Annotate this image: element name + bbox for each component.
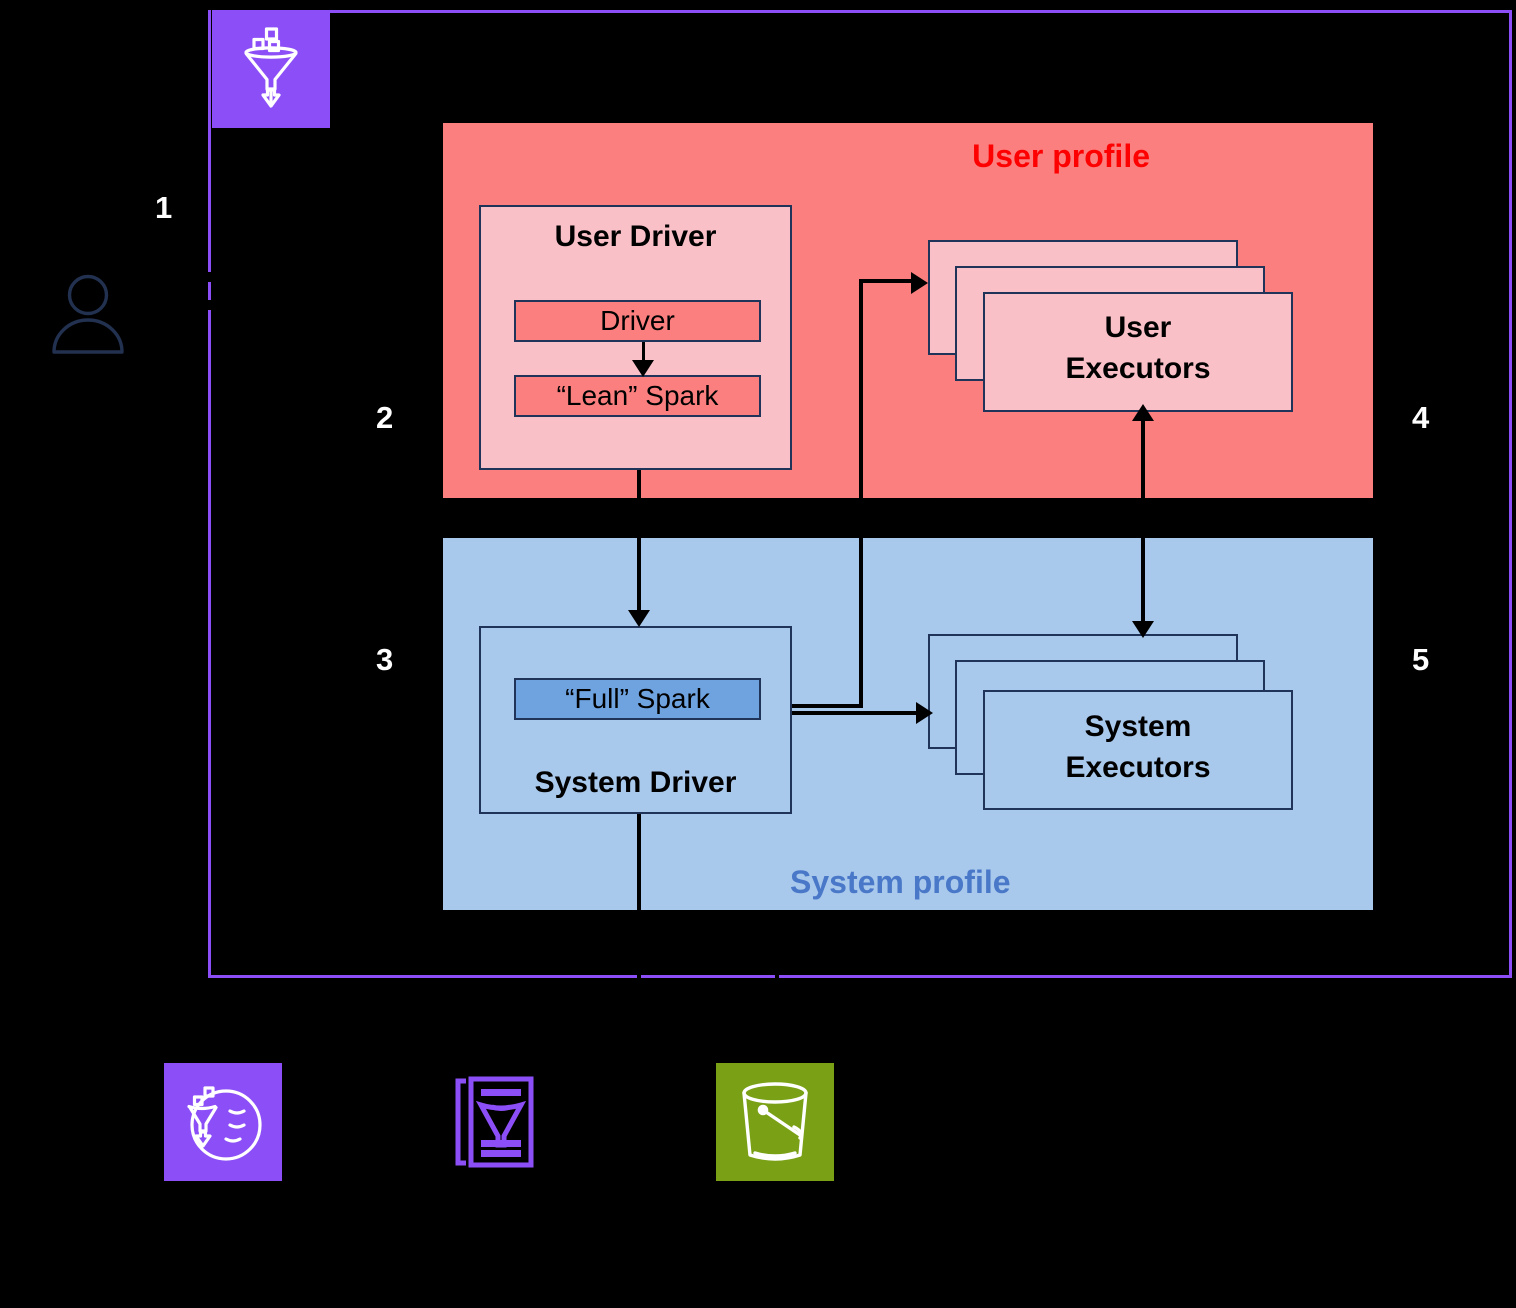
connector-full-spark-elbow-vertical bbox=[859, 279, 863, 708]
system-driver-title: System Driver bbox=[534, 766, 737, 799]
connector-full-spark-to-system-executors bbox=[792, 711, 926, 715]
step-number-1: 1 bbox=[155, 190, 173, 225]
system-executors-label-line1: System bbox=[1084, 710, 1192, 743]
system-executors-label-line2: Executors bbox=[1065, 751, 1211, 785]
arrowhead-to-user-executors bbox=[1132, 404, 1154, 421]
arrowhead-full-spark-to-system-executors bbox=[916, 702, 933, 724]
user-profile-label: User profile bbox=[972, 138, 1150, 174]
user-executor-card-front bbox=[983, 292, 1293, 412]
service-boundary-top-edge bbox=[330, 10, 1512, 13]
arrowhead-full-spark-to-user-executors bbox=[911, 272, 928, 294]
glue-funnel-icon bbox=[212, 10, 330, 128]
arrowhead-user-driver-to-system-driver bbox=[628, 610, 650, 627]
user-executors-label-line2: Executors bbox=[1065, 352, 1211, 386]
step-number-3: 3 bbox=[376, 642, 394, 677]
connector-user-executors-to-system-executors bbox=[1141, 412, 1145, 634]
step-number-2: 2 bbox=[376, 400, 394, 435]
system-executors-label: System Executors bbox=[983, 706, 1293, 789]
service-boundary bbox=[208, 10, 1512, 978]
connector-user-driver-to-system-driver bbox=[637, 470, 641, 618]
lean-spark-chip: “Lean” Spark bbox=[514, 375, 761, 417]
user-icon bbox=[46, 272, 130, 358]
glue-job-icon bbox=[440, 1063, 558, 1181]
service-boundary-gap bbox=[206, 300, 211, 310]
connector-full-spark-elbow-horizontal-lower bbox=[792, 704, 863, 708]
connector-system-driver-to-boundary bbox=[637, 814, 641, 978]
connector-full-spark-elbow-horizontal-upper bbox=[859, 279, 921, 283]
connector-right-drop-to-boundary bbox=[775, 910, 779, 978]
arrowhead-to-system-executors bbox=[1132, 621, 1154, 638]
user-executors-label: User Executors bbox=[983, 307, 1293, 390]
system-driver-box bbox=[479, 626, 792, 814]
user-executors-label-line1: User bbox=[1104, 311, 1172, 344]
full-spark-chip: “Full” Spark bbox=[514, 678, 761, 720]
s3-bucket-icon bbox=[716, 1063, 834, 1181]
databrew-icon bbox=[164, 1063, 282, 1181]
service-boundary-gap bbox=[206, 272, 211, 282]
connector-driver-to-lean-spark bbox=[642, 342, 645, 367]
user-driver-title: User Driver bbox=[554, 220, 717, 253]
driver-chip: Driver bbox=[514, 300, 761, 342]
system-executor-card-front bbox=[983, 690, 1293, 810]
system-profile-label: System profile bbox=[790, 864, 1011, 900]
step-number-4: 4 bbox=[1412, 400, 1430, 435]
step-number-5: 5 bbox=[1412, 642, 1430, 677]
arrowhead-driver-to-lean-spark bbox=[632, 360, 654, 377]
